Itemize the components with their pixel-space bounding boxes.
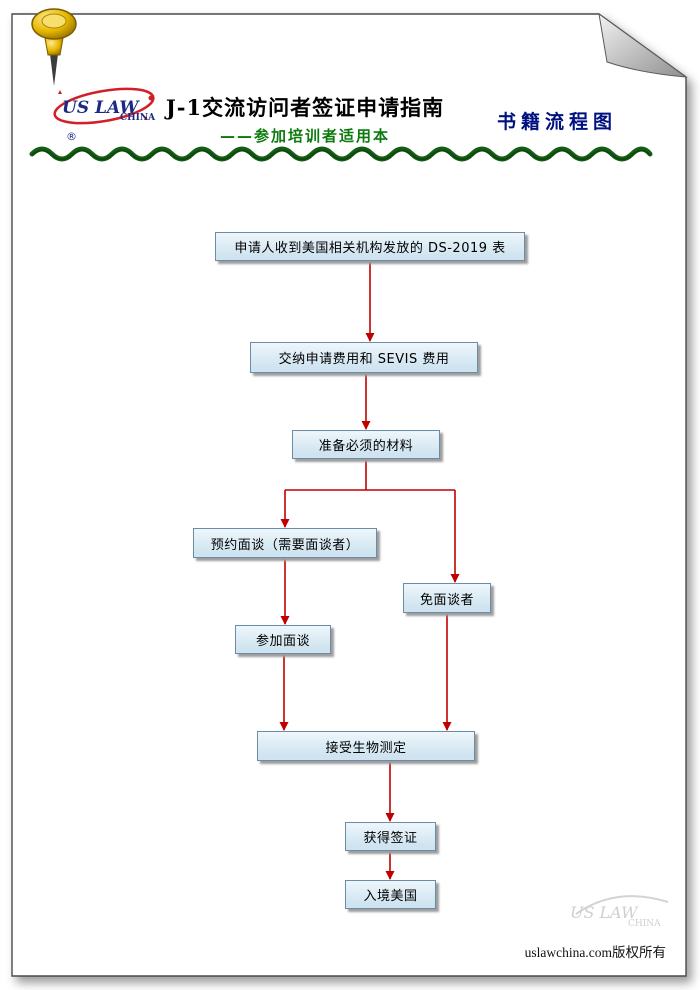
- page-title: J-1交流访问者签证申请指南: [165, 95, 445, 120]
- flow-node-schedule-interview: 预约面谈（需要面谈者）: [193, 528, 377, 558]
- flow-node-interview-waived: 免面谈者: [403, 583, 491, 613]
- folded-corner-icon: [598, 12, 688, 78]
- flow-node-prepare-materials: 准备必须的材料: [292, 430, 440, 459]
- flow-node-biometrics: 接受生物测定: [257, 731, 475, 761]
- flow-node-get-visa: 获得签证: [345, 822, 436, 851]
- flow-node-pay-fees: 交纳申请费用和 SEVIS 费用: [250, 342, 478, 373]
- divider-rope: [29, 146, 653, 162]
- copyright-text: uslawchina.com版权所有: [524, 945, 666, 960]
- watermark-text-sub: CHINA: [628, 919, 661, 929]
- uslawchina-logo: US LAW CHINA ®: [53, 87, 156, 143]
- star-icon: [58, 90, 62, 94]
- flow-node-attend-interview: 参加面谈: [235, 625, 331, 654]
- page-subtitle: ——参加培训者适用本: [219, 127, 390, 145]
- watermark-text-main: US LAW: [570, 903, 639, 922]
- watermark-logo: US LAW CHINA: [570, 895, 669, 929]
- star-icon: [148, 95, 154, 101]
- flow-node-enter-us: 入境美国: [345, 880, 436, 909]
- pushpin-icon: [31, 8, 77, 86]
- flow-node-receive-ds2019: 申请人收到美国相关机构发放的 DS-2019 表: [215, 232, 525, 261]
- flowchart-badge: 书籍流程图: [497, 111, 618, 133]
- star-icon: [144, 116, 148, 120]
- logo-name-main: US LAW: [62, 98, 140, 118]
- registered-mark: ®: [66, 130, 77, 143]
- logo-name-sub: CHINA: [120, 113, 156, 123]
